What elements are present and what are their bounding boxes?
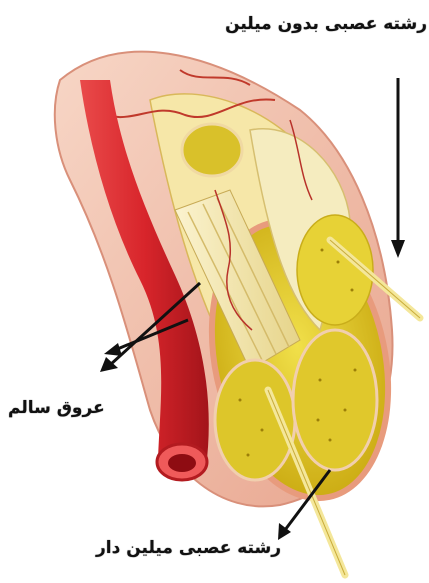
arrow-down-icon [391, 78, 405, 258]
label-myelinated-fiber: رشته عصبی میلین دار [96, 538, 281, 558]
label-healthy-vessels: عروق سالم [8, 398, 105, 418]
fascicle-lower-right [293, 330, 377, 470]
label-unmyelinated-fiber: رشته عصبی بدون میلین [225, 14, 427, 34]
fascicle-top [182, 124, 242, 176]
